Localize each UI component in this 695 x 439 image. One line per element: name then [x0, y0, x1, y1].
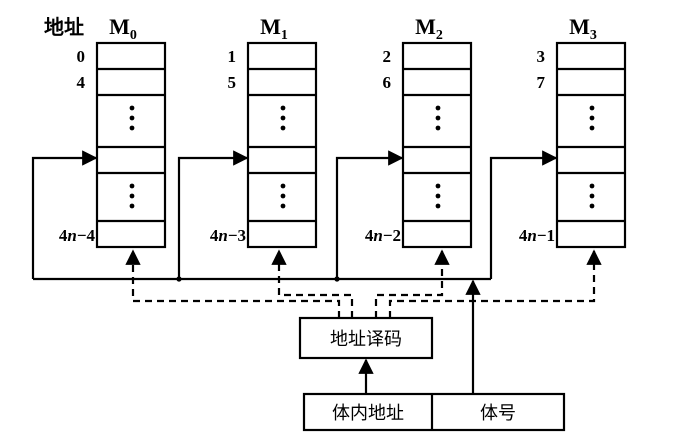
first-address: 3	[537, 47, 546, 66]
select-line-0	[31, 150, 98, 279]
ellipsis-dot	[435, 115, 441, 121]
ellipsis-dot	[589, 115, 595, 121]
address-register: 体内地址 体号	[302, 392, 566, 432]
memory-module-2: M2 2 6 4n−2	[365, 14, 473, 249]
ellipsis-dot	[280, 115, 286, 121]
memory-module-0: M0 0 4 4n−4	[59, 14, 167, 249]
module-box	[246, 41, 318, 249]
ellipsis-dot	[435, 183, 441, 189]
ellipsis-dot	[280, 183, 286, 189]
ellipsis-dot	[129, 203, 135, 209]
ellipsis-dot	[129, 105, 135, 111]
last-address: 4n−1	[519, 226, 555, 245]
first-address: 0	[77, 47, 86, 66]
ellipsis-dot	[129, 183, 135, 189]
ellipsis-dot	[129, 115, 135, 121]
ellipsis-dot	[589, 105, 595, 111]
module-box	[401, 41, 473, 249]
module-title: M1	[260, 14, 288, 43]
junction-dot	[176, 276, 182, 282]
last-address: 4n−3	[210, 226, 246, 245]
select-line-3	[489, 150, 558, 279]
ellipsis-dot	[280, 105, 286, 111]
module-box	[95, 41, 167, 249]
ellipsis-dot	[435, 203, 441, 209]
decoder-label: 地址译码	[330, 329, 402, 350]
register-box	[302, 392, 566, 432]
ellipsis-dot	[589, 203, 595, 209]
module-title: M2	[415, 14, 443, 43]
ellipsis-dot	[589, 183, 595, 189]
module-box	[555, 41, 627, 249]
module-title: M3	[569, 14, 597, 43]
ellipsis-dot	[589, 193, 595, 199]
ellipsis-dot	[435, 193, 441, 199]
ellipsis-dot	[129, 125, 135, 131]
inner-address-label: 体内地址	[332, 403, 404, 424]
second-address: 4	[77, 73, 86, 92]
bank-number-label: 体号	[480, 403, 516, 424]
select-line-2	[335, 150, 404, 279]
memory-module-3: M3 3 7 4n−1	[519, 14, 627, 249]
second-address: 6	[383, 73, 392, 92]
module-title: M0	[109, 14, 137, 43]
memory-module-1: M1 1 5 4n−3	[210, 14, 318, 249]
decoder-line-2	[374, 249, 450, 318]
second-address: 5	[228, 73, 237, 92]
ellipsis-dot	[435, 105, 441, 111]
first-address: 2	[383, 47, 392, 66]
decoder-line-0	[125, 249, 341, 318]
ellipsis-dot	[280, 203, 286, 209]
memory-modules: M0 0 4 4n−4 M1 1 5 4n−3 M2 2 6 4n−2 M3 3 7 4n−1	[59, 14, 627, 249]
last-address: 4n−2	[365, 226, 401, 245]
ellipsis-dot	[280, 125, 286, 131]
address-decoder: 地址译码	[298, 316, 434, 360]
ellipsis-dot	[280, 193, 286, 199]
ellipsis-dot	[435, 125, 441, 131]
ellipsis-dot	[129, 193, 135, 199]
last-address: 4n−4	[59, 226, 96, 245]
second-address: 7	[537, 73, 546, 92]
ellipsis-dot	[589, 125, 595, 131]
first-address: 1	[228, 47, 237, 66]
junction-dot	[334, 276, 340, 282]
decoder-line-1	[271, 249, 354, 318]
decoder-line-3	[388, 249, 602, 318]
address-header: 地址	[44, 15, 84, 39]
select-line-1	[177, 150, 249, 279]
decoder-box	[298, 316, 434, 360]
connections	[31, 150, 602, 394]
